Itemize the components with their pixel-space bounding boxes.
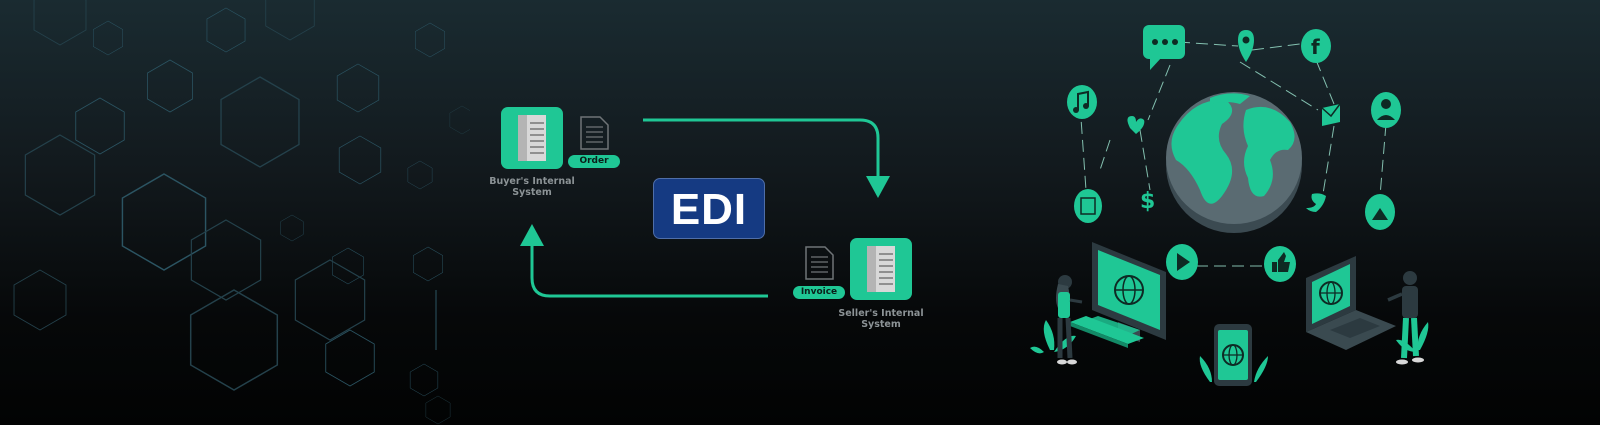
flow-arrow-invoice [520,224,768,298]
order-document-icon [580,116,609,150]
heart-icon [1127,116,1145,134]
seller-system-label: Seller's Internal System [838,308,924,330]
thumbs-up-icon [1264,246,1296,282]
dollar-icon: $ [1140,189,1155,214]
twitter-icon [1306,193,1326,212]
play-icon [1166,244,1198,280]
image-icon [1365,194,1395,230]
hexagon-pattern [0,0,470,425]
smartphone-icon [1214,324,1252,386]
user-profile-icon [1371,92,1401,128]
keyboard [1070,316,1144,348]
edi-center-label: EDI [653,178,765,239]
mail-icon [1321,103,1341,126]
location-pin-icon [1238,30,1254,62]
music-note-icon [1067,85,1097,119]
flow-arrow-order [643,118,890,198]
network-lines [1079,41,1387,267]
buyer-system-label: Buyer's Internal System [489,176,575,198]
facebook-icon: f [1301,29,1331,63]
person-figure-left [1056,275,1083,365]
invoice-document-icon [805,246,834,280]
svg-text:$: $ [1140,189,1155,214]
person-figure-right [1387,271,1424,365]
invoice-tag: Invoice [793,286,845,299]
chat-bubble-icon [1143,25,1185,70]
seller-server-icon [850,238,912,300]
order-tag: Order [568,155,620,168]
svg-text:f: f [1311,35,1320,59]
buyer-server-icon [501,107,563,169]
laptop-icon [1306,256,1396,350]
globe-icon [1166,92,1302,233]
contact-card-icon [1074,189,1102,223]
